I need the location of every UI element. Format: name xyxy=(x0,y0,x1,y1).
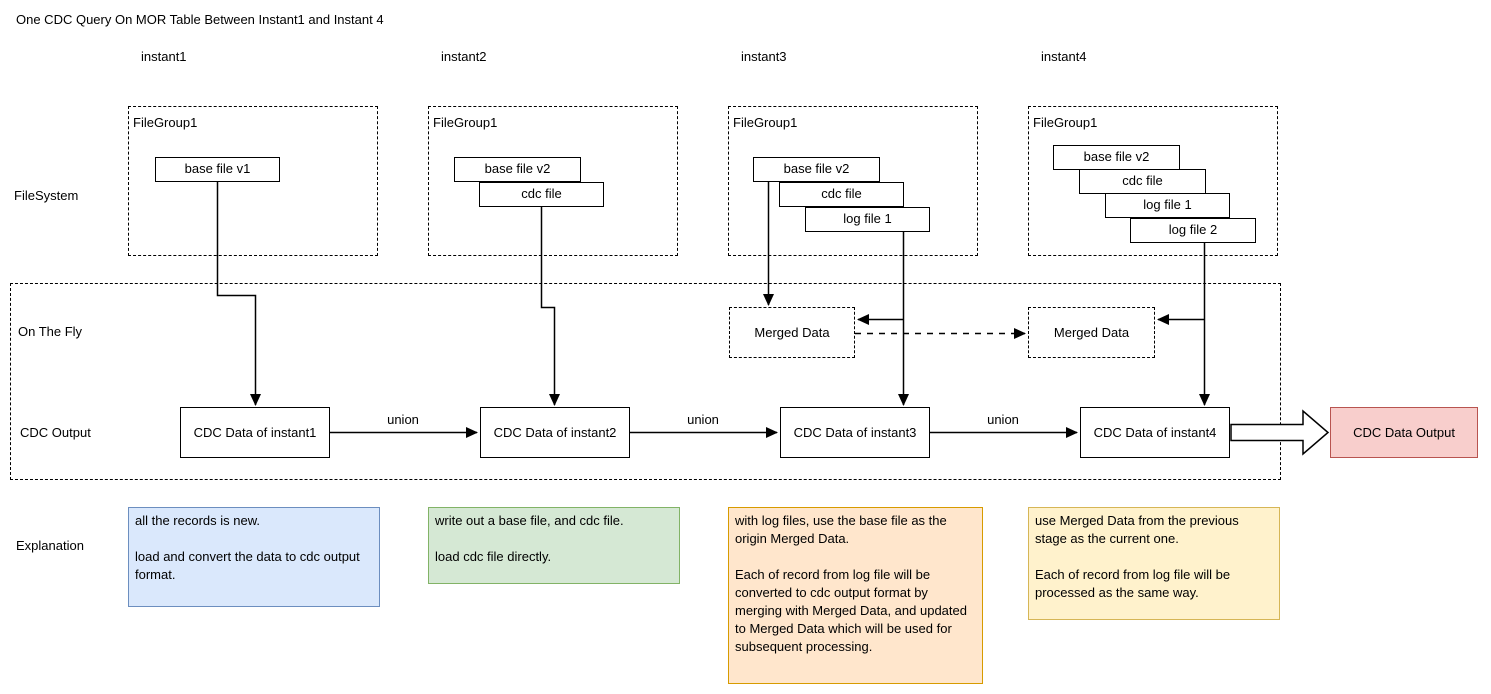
label-instant2: instant2 xyxy=(441,49,487,64)
cdc-data-instant4: CDC Data of instant4 xyxy=(1080,407,1230,458)
file-box-base-v2: base file v2 xyxy=(753,157,880,182)
file-box-cdc-file: cdc file xyxy=(479,182,604,207)
explanation-instant3: with log files, use the base file as the… xyxy=(728,507,983,684)
union-label-1: union xyxy=(387,412,419,427)
merged-data-instant4: Merged Data xyxy=(1028,307,1155,358)
filegroup-label: FileGroup1 xyxy=(433,115,498,130)
label-instant1: instant1 xyxy=(141,49,187,64)
cdc-data-label: CDC Data of instant4 xyxy=(1093,425,1217,440)
cdc-data-instant3: CDC Data of instant3 xyxy=(780,407,930,458)
file-box-log-file-1: log file 1 xyxy=(1105,193,1230,218)
label-instant3: instant3 xyxy=(741,49,787,64)
union-label-2: union xyxy=(687,412,719,427)
explanation-instant2: write out a base file, and cdc file. loa… xyxy=(428,507,680,584)
merged-data-label: Merged Data xyxy=(1053,325,1130,340)
filegroup-label: FileGroup1 xyxy=(733,115,798,130)
filegroup-instant4: FileGroup1 xyxy=(1028,106,1278,256)
cdc-data-instant1: CDC Data of instant1 xyxy=(180,407,330,458)
cdc-data-output-label: CDC Data Output xyxy=(1353,425,1455,440)
cdc-data-instant2: CDC Data of instant2 xyxy=(480,407,630,458)
merged-data-instant3: Merged Data xyxy=(729,307,855,358)
processing-region xyxy=(10,283,1281,480)
row-label-cdc-output: CDC Output xyxy=(20,425,91,440)
union-label-3: union xyxy=(987,412,1019,427)
label-instant4: instant4 xyxy=(1041,49,1087,64)
diagram-title: One CDC Query On MOR Table Between Insta… xyxy=(16,12,384,27)
cdc-data-label: CDC Data of instant2 xyxy=(493,425,617,440)
file-box-base-v2: base file v2 xyxy=(1053,145,1180,170)
explanation-instant4: use Merged Data from the previous stage … xyxy=(1028,507,1280,620)
file-box-log-file-2: log file 2 xyxy=(1130,218,1256,243)
cdc-data-label: CDC Data of instant3 xyxy=(793,425,917,440)
filegroup-label: FileGroup1 xyxy=(133,115,198,130)
file-box-base-v2: base file v2 xyxy=(454,157,581,182)
file-box-base-v1: base file v1 xyxy=(155,157,280,182)
row-label-explanation: Explanation xyxy=(16,538,84,553)
filegroup-label: FileGroup1 xyxy=(1033,115,1098,130)
file-box-cdc-file: cdc file xyxy=(1079,169,1206,194)
cdc-data-output: CDC Data Output xyxy=(1330,407,1478,458)
file-box-log-file-1: log file 1 xyxy=(805,207,930,232)
merged-data-label: Merged Data xyxy=(754,325,830,340)
cdc-data-label: CDC Data of instant1 xyxy=(193,425,317,440)
row-label-filesystem: FileSystem xyxy=(14,188,79,203)
file-box-cdc-file: cdc file xyxy=(779,182,904,207)
explanation-instant1: all the records is new. load and convert… xyxy=(128,507,380,607)
filegroup-instant3: FileGroup1 xyxy=(728,106,978,256)
row-label-on-the-fly: On The Fly xyxy=(18,324,83,339)
